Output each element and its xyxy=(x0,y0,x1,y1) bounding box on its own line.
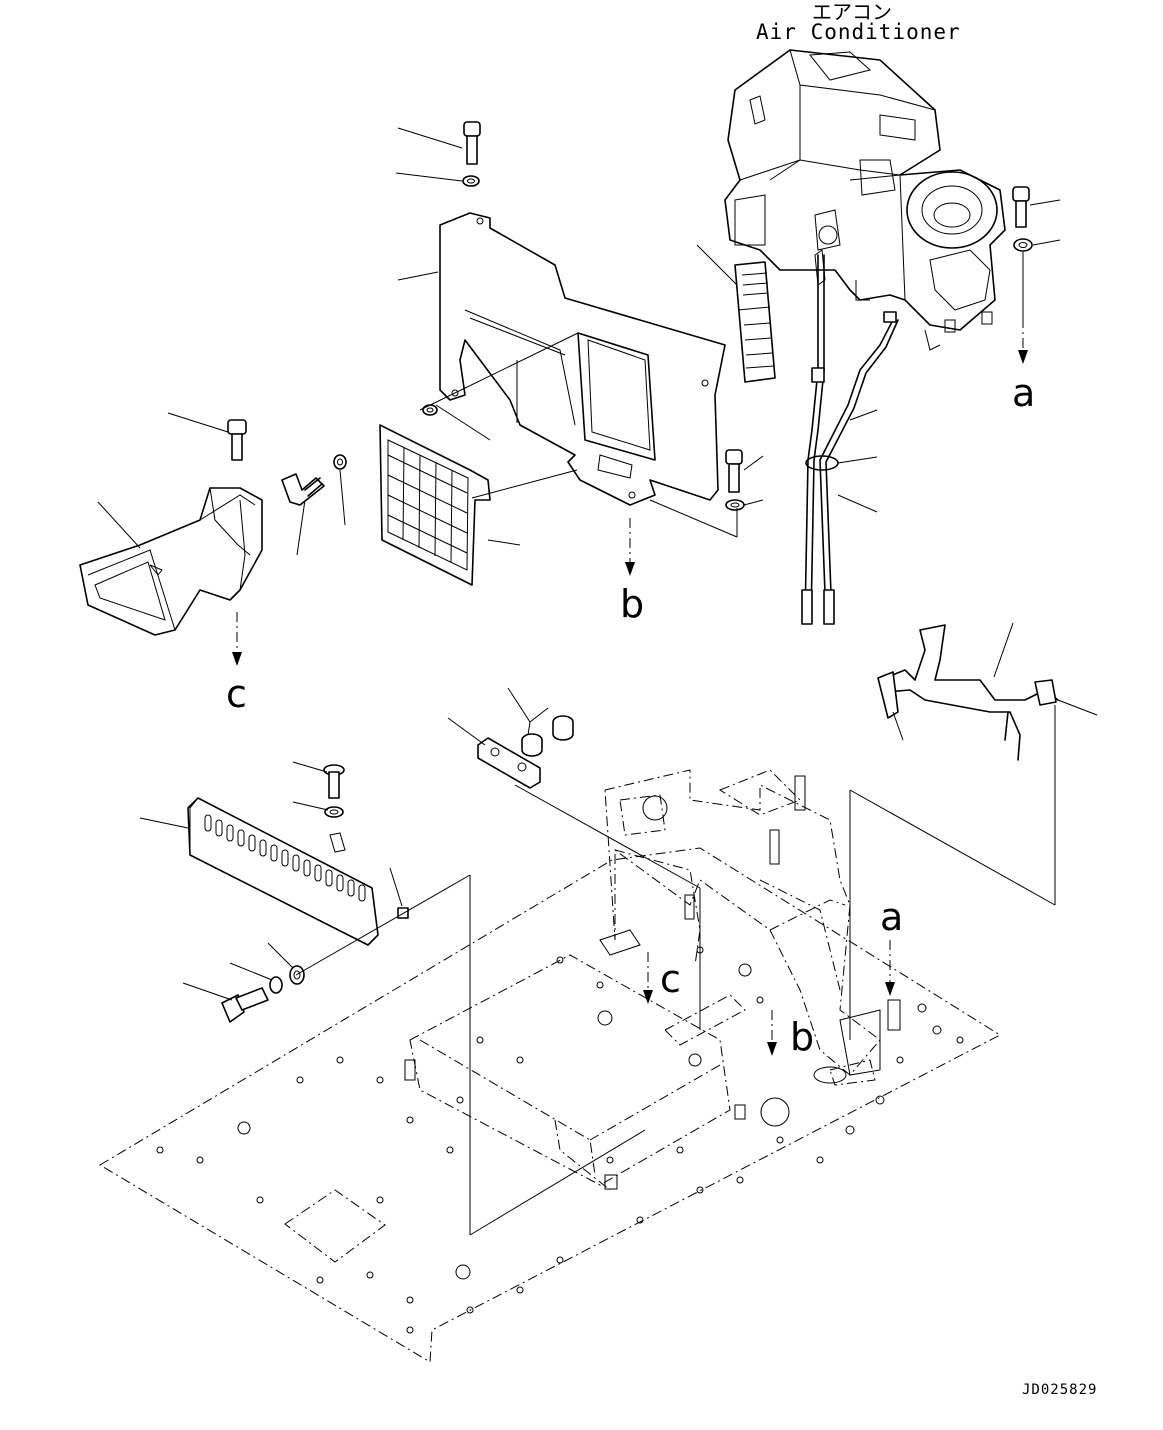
air-conditioner-unit xyxy=(724,49,1006,351)
connection-lines xyxy=(295,252,1056,1236)
left-air-duct xyxy=(79,487,263,636)
ac-bolt-right xyxy=(1012,186,1033,252)
seat-stand xyxy=(404,954,746,1191)
console-frame xyxy=(599,769,901,1084)
reference-arrows xyxy=(232,318,1028,1056)
filter-grille xyxy=(379,424,491,586)
ac-filter xyxy=(734,261,776,383)
title-japanese: エアコン xyxy=(812,0,892,24)
leader-lines xyxy=(97,127,1098,1001)
louver-screw xyxy=(323,764,345,818)
ref-b-bottom: b xyxy=(790,1015,815,1059)
drain-hoses xyxy=(801,254,899,625)
ref-c-bottom: c xyxy=(660,957,681,1001)
ref-b-top: b xyxy=(620,582,645,626)
right-duct-pipe xyxy=(877,624,1059,761)
ref-c-top: c xyxy=(226,672,247,716)
ref-a-bottom: a xyxy=(880,895,904,939)
ref-a-top: a xyxy=(1012,371,1036,415)
floor-plate xyxy=(99,847,1002,1363)
louver-bolt xyxy=(221,965,305,1023)
grille-washers xyxy=(333,404,438,470)
title-english: Air Conditioner xyxy=(756,20,961,44)
cover-bolt-top xyxy=(462,121,481,187)
drawing-number: JD025829 xyxy=(1022,1382,1098,1398)
cover-panel xyxy=(439,212,726,506)
cover-bolt-right xyxy=(725,449,745,511)
cushion-pad xyxy=(477,715,574,789)
duct-bolt xyxy=(227,419,247,461)
vent-louver xyxy=(187,797,379,946)
wing-bolt xyxy=(281,473,325,506)
